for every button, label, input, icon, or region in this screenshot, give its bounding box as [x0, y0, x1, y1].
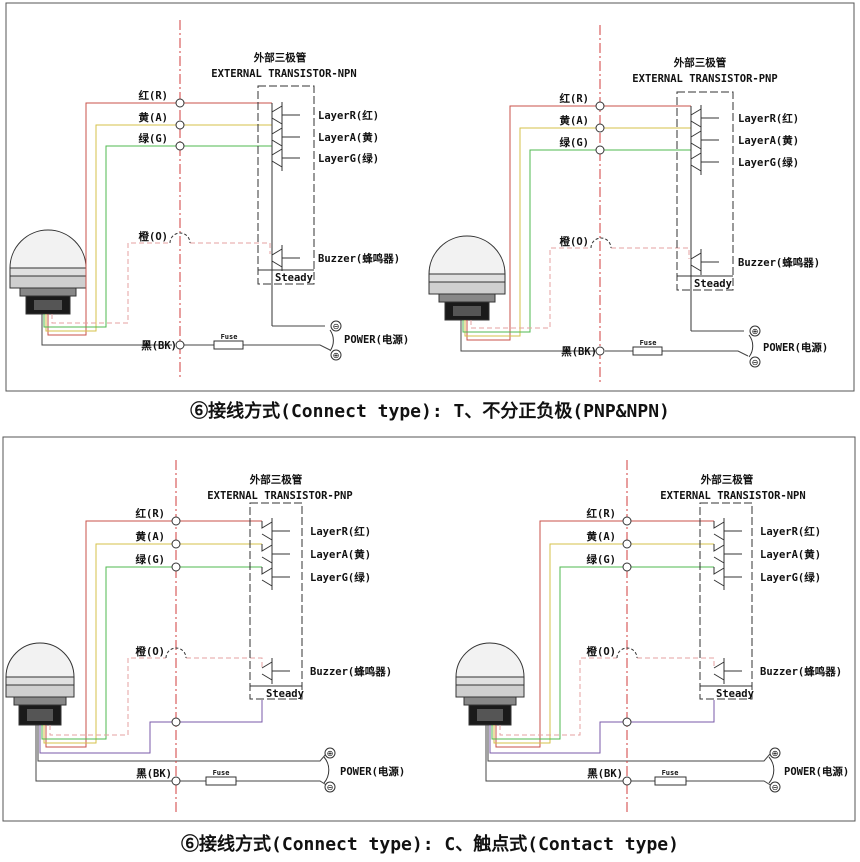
layer-r-label: LayerR(红) — [310, 525, 371, 538]
section-frame-c — [2, 436, 856, 822]
transistor-title-cn: 外部三极管 — [249, 473, 303, 486]
layer-a-label: LayerA(黄) — [318, 131, 379, 144]
wire-label-black: 黑(BK) — [141, 340, 177, 352]
layer-g-label: LayerG(绿) — [738, 156, 799, 169]
section-frame-t — [5, 2, 855, 392]
wire-label-red: 红(R) — [136, 507, 165, 520]
buzzer-label: Buzzer(蜂鸣器) — [760, 665, 842, 678]
steady-label: Steady — [266, 688, 305, 700]
layer-r-label: LayerR(红) — [318, 109, 379, 122]
signal-light — [455, 642, 525, 726]
wire-label-green: 绿(G) — [560, 136, 589, 149]
transistor-title-en: EXTERNAL TRANSISTOR-PNP — [632, 73, 777, 85]
polarity-bottom: ⊖ — [327, 783, 334, 792]
wire-label-yellow: 黄(A) — [587, 530, 616, 543]
buzzer-label: Buzzer(蜂鸣器) — [738, 256, 820, 269]
wire-label-orange: 橙(O) — [136, 645, 165, 658]
wire-label-yellow: 黄(A) — [560, 114, 589, 127]
power-label: POWER(电源) — [784, 765, 849, 778]
polarity-bottom: ⊕ — [333, 351, 340, 360]
wire-label-orange: 橙(O) — [139, 230, 168, 243]
buzzer-label: Buzzer(蜂鸣器) — [318, 252, 400, 265]
transistor-title-cn: 外部三极管 — [253, 51, 307, 64]
power-label: POWER(电源) — [344, 333, 409, 346]
fuse-label: Fuse — [213, 769, 230, 777]
layer-a-label: LayerA(黄) — [310, 548, 371, 561]
wire-label-red: 红(R) — [139, 89, 168, 102]
buzzer-label: Buzzer(蜂鸣器) — [310, 665, 392, 678]
transistor-title-en: EXTERNAL TRANSISTOR-NPN — [660, 490, 805, 502]
power-label: POWER(电源) — [340, 765, 405, 778]
layer-a-label: LayerA(黄) — [738, 134, 799, 147]
polarity-bottom: ⊖ — [772, 783, 779, 792]
wire-label-yellow: 黄(A) — [136, 530, 165, 543]
layer-g-label: LayerG(绿) — [760, 571, 821, 584]
polarity-top: ⊕ — [327, 749, 334, 758]
steady-label: Steady — [694, 278, 733, 290]
signal-light — [9, 229, 87, 315]
transistor-title-en: EXTERNAL TRANSISTOR-PNP — [207, 490, 352, 502]
wire-label-green: 绿(G) — [587, 553, 616, 566]
polarity-top: ⊕ — [772, 749, 779, 758]
transistor-title-cn: 外部三极管 — [673, 56, 727, 69]
panel-c-pnp: 外部三极管 EXTERNAL TRANSISTOR-PNP 红(R) 黄(A) … — [5, 460, 405, 815]
signal-light — [5, 642, 75, 726]
fuse-label: Fuse — [640, 339, 657, 347]
wire-label-black: 黑(BK) — [136, 768, 172, 780]
signal-light — [428, 235, 506, 321]
wire-label-red: 红(R) — [587, 507, 616, 520]
power-label: POWER(电源) — [763, 341, 828, 354]
wire-label-orange: 橙(O) — [587, 645, 616, 658]
polarity-top: ⊖ — [333, 322, 340, 331]
caption-connect-type-c: ⑥接线方式(Connect type): C、触点式(Contact type) — [181, 833, 679, 855]
layer-g-label: LayerG(绿) — [310, 571, 371, 584]
steady-label: Steady — [716, 688, 755, 700]
wire-label-green: 绿(G) — [136, 553, 165, 566]
polarity-top: ⊕ — [752, 327, 759, 336]
caption-connect-type-t: ⑥接线方式(Connect type): T、不分正负极(PNP&NPN) — [190, 400, 670, 422]
layer-r-label: LayerR(红) — [738, 112, 799, 125]
wire-label-yellow: 黄(A) — [139, 111, 168, 124]
polarity-bottom: ⊖ — [752, 358, 759, 367]
panel-t-pnp: 外部三极管 EXTERNAL TRANSISTOR-PNP 红(R) 黄(A) … — [428, 25, 828, 385]
fuse-label: Fuse — [221, 333, 238, 341]
transistor-title-en: EXTERNAL TRANSISTOR-NPN — [211, 68, 356, 80]
wire-label-orange: 橙(O) — [560, 235, 589, 248]
wire-label-green: 绿(G) — [139, 132, 168, 145]
fuse-label: Fuse — [662, 769, 679, 777]
panel-t-npn: 外部三极管 EXTERNAL TRANSISTOR-NPN 红(R) 黄(A) … — [9, 20, 409, 380]
layer-r-label: LayerR(红) — [760, 525, 821, 538]
wire-label-black: 黑(BK) — [561, 346, 597, 358]
steady-label: Steady — [275, 272, 314, 284]
layer-a-label: LayerA(黄) — [760, 548, 821, 561]
layer-g-label: LayerG(绿) — [318, 152, 379, 165]
panel-c-npn: 外部三极管 EXTERNAL TRANSISTOR-NPN 红(R) 黄(A) … — [455, 460, 849, 815]
transistor-title-cn: 外部三极管 — [700, 473, 754, 486]
wire-label-red: 红(R) — [560, 92, 589, 105]
wire-label-black: 黑(BK) — [587, 768, 623, 780]
